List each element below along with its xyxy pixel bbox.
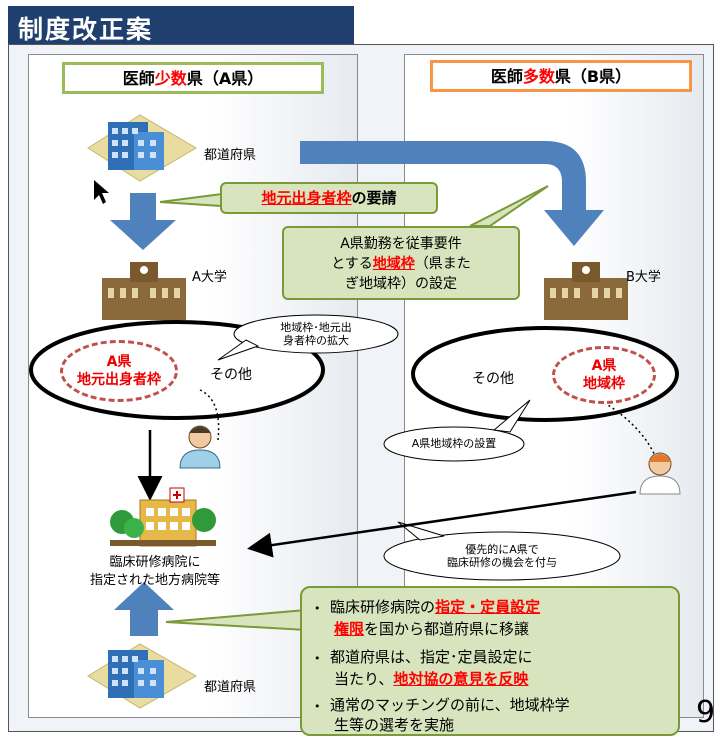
bullet-2-cont: 当たり、地対協の意見を反映 [334, 668, 528, 690]
bullet-1-highlight-1: 指定・定員設定 [435, 598, 541, 616]
regional-quota: A県 地域枠 [552, 346, 656, 404]
expand-bubble-shape [217, 314, 399, 361]
hospital-label-line1: 臨床研修病院に [109, 555, 201, 570]
dotted-connector-a [199, 389, 220, 441]
title-bar [8, 6, 354, 44]
expand-bubble-line1: 地域枠･地元出 [280, 321, 352, 334]
quota-callout-line1: A県勤務を従事要件 [340, 236, 462, 252]
reform-summary-callout: • 臨床研修病院の指定・定員設定 権限を国から都道府県に移譲 • 都道府県は、指… [300, 586, 680, 736]
local-origin-quota: A県 地元出身者枠 [60, 340, 178, 402]
priority-bubble-line1: 優先的にA県で [465, 543, 539, 556]
hospital-label: 臨床研修病院に 指定された地方病院等 [60, 554, 250, 590]
setup-bubble: A県地域枠の設置 [411, 437, 497, 450]
pref-a-label-highlight: 少数 [154, 69, 187, 88]
student-a-icon [179, 425, 221, 469]
univ-a-label: A大学 [192, 270, 227, 285]
expand-bubble: 地域枠･地元出 身者枠の拡大 [266, 321, 366, 347]
bullet-1-pre: 臨床研修病院の [330, 598, 436, 616]
bullet-1-highlight-2: 権限 [334, 620, 365, 638]
page-number: 9 [696, 695, 716, 730]
quota-callout: A県勤務を従事要件 とする地域枠（県また ぎ地域枠）の設定 [282, 226, 520, 300]
bullet-2: • 都道府県は、指定･定員設定に [314, 648, 533, 666]
priority-bubble-shape [383, 521, 621, 581]
bullet-1: • 臨床研修病院の指定・定員設定 [314, 598, 541, 616]
student-b-icon [639, 452, 681, 495]
bullet-1-cont: 権限を国から都道府県に移譲 [334, 618, 529, 640]
univ-b-label: B大学 [626, 270, 661, 285]
quota-callout-line2: とする地域枠（県また [284, 254, 518, 274]
request-callout-text: の要請 [351, 189, 397, 207]
setup-bubble-shape [383, 399, 531, 462]
university-a-icon [102, 262, 186, 320]
arrow-to-univ-b [300, 141, 604, 246]
quota-callout-line3: ぎ地域枠）の設定 [345, 276, 457, 292]
pref-b-label-pre: 医師 [490, 67, 523, 86]
bullet-3: • 通常のマッチングの前に、地域枠学 [314, 696, 570, 714]
bottom-callout-pointer [165, 608, 307, 632]
other-label-a: その他 [210, 367, 252, 383]
request-callout: 地元出身者枠の要請 [220, 182, 438, 214]
other-label-b: その他 [472, 371, 514, 387]
prefecture-building-icon [87, 114, 197, 182]
hospital-icon [110, 487, 216, 547]
arrow-to-univ-a [110, 193, 176, 250]
quota-callout-pointer [469, 185, 549, 227]
regional-quota-line2: 地域枠 [583, 376, 625, 392]
pref-a-label: 医師少数県（A県） [62, 62, 324, 94]
request-callout-pointer [159, 192, 223, 208]
regional-quota-line1: A県 [591, 358, 617, 374]
prefecture-building-icon-bottom [87, 643, 198, 709]
priority-bubble: 優先的にA県で 臨床研修の機会を付与 [402, 543, 602, 569]
request-callout-highlight: 地元出身者枠 [261, 189, 352, 207]
local-quota-line1: A県 [106, 354, 132, 370]
prefecture-label-bottom: 都道府県 [204, 680, 257, 695]
bullet-2-pre: 当たり、 [334, 670, 394, 688]
university-b-icon [544, 262, 628, 320]
hospital-label-line2: 指定された地方病院等 [89, 573, 220, 588]
bullet-2-highlight: 地対協の意見を反映 [393, 670, 529, 688]
bullet-3-line1: 通常のマッチングの前に、地域枠学 [330, 696, 570, 714]
pref-b-label-highlight: 多数 [522, 67, 555, 86]
pref-a-label-post: 県（A県） [186, 69, 264, 88]
arrow-up-to-hospital [114, 582, 174, 636]
cursor-icon [94, 180, 109, 204]
pref-a-label-pre: 医師 [122, 69, 155, 88]
local-quota-line2: 地元出身者枠 [77, 372, 161, 388]
quota-callout-line2-post: （県また [414, 256, 471, 272]
pref-b-label: 医師多数県（B県） [430, 60, 692, 92]
quota-callout-highlight: 地域枠 [372, 256, 415, 272]
page-title: 制度改正案 [18, 15, 154, 44]
bullet-2-line1: 都道府県は、指定･定員設定に [330, 648, 533, 666]
quota-callout-line2-pre: とする [331, 256, 373, 272]
prefecture-label: 都道府県 [204, 148, 257, 163]
expand-bubble-line2: 身者枠の拡大 [283, 334, 349, 347]
pref-b-label-post: 県（B県） [554, 67, 632, 86]
arrow-b-to-hospital [247, 490, 637, 558]
bullet-3-cont: 生等の選考を実施 [334, 716, 455, 734]
priority-bubble-line2: 臨床研修の機会を付与 [447, 556, 557, 569]
bullet-1-post: を国から都道府県に移譲 [364, 620, 530, 638]
